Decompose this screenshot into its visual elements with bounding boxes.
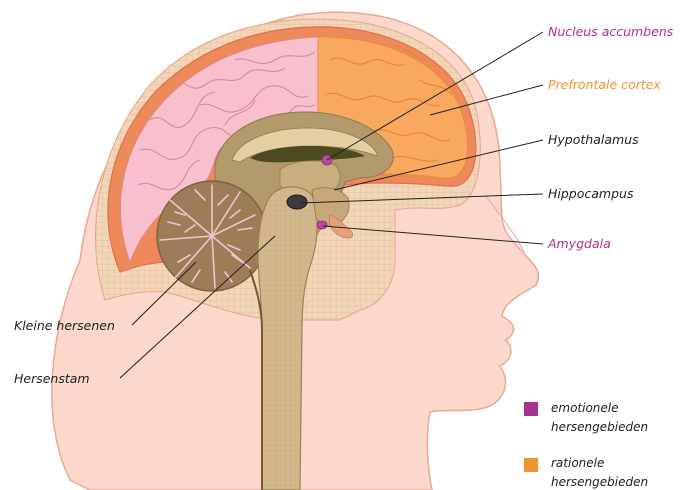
hippocampus-region	[287, 195, 307, 209]
legend-emotional-line1: emotionele	[551, 401, 619, 415]
label-prefrontale-cortex: Prefrontale cortex	[548, 77, 661, 92]
legend-swatch-rational	[524, 458, 538, 472]
label-amygdala: Amygdala	[547, 236, 611, 251]
label-hippocampus: Hippocampus	[548, 186, 634, 201]
label-nucleus-accumbens: Nucleus accumbens	[548, 24, 674, 39]
amygdala-region	[317, 221, 327, 229]
label-kleine-hersenen: Kleine hersenen	[14, 318, 115, 333]
label-hersenstam: Hersenstam	[14, 371, 90, 386]
legend-rational-line1: rationele	[551, 456, 604, 470]
legend: emotionele hersengebieden rationele hers…	[524, 401, 648, 489]
legend-rational-line2: hersengebieden	[551, 475, 648, 489]
legend-emotional-line2: hersengebieden	[551, 420, 648, 434]
label-hypothalamus: Hypothalamus	[548, 132, 639, 147]
legend-swatch-emotional	[524, 402, 538, 416]
